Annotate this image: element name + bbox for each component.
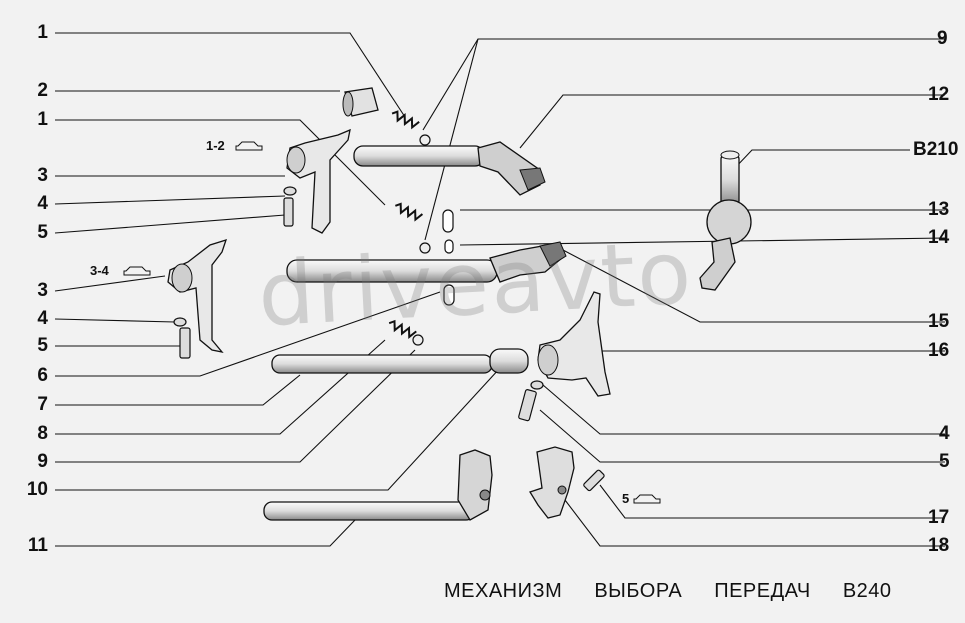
caption-word-3: ПЕРЕДАЧ xyxy=(714,580,811,602)
label-right-3: B210 xyxy=(913,139,959,160)
label-left-15: 11 xyxy=(27,535,48,556)
label-right-1: 9 xyxy=(937,28,948,49)
label-right-5: 14 xyxy=(928,227,950,248)
bushing-ten xyxy=(489,348,529,374)
rod-seven xyxy=(271,354,493,374)
model-tag-3-4: 3-4 xyxy=(90,263,109,278)
pins xyxy=(442,209,455,306)
label-right-7: 16 xyxy=(928,340,950,361)
caption-word-2: ВЫБОРА xyxy=(594,580,683,602)
diagram-caption: МЕХАНИЗМ ВЫБОРА ПЕРЕДАЧ B240 xyxy=(444,580,918,603)
label-left-3: 1 xyxy=(37,109,48,130)
gear-lever xyxy=(699,150,752,291)
bushing-two-end xyxy=(342,91,354,117)
caption-code: B240 xyxy=(842,580,892,602)
fork-sixteen xyxy=(537,291,611,397)
label-right-2: 12 xyxy=(928,84,950,105)
fork-one-two xyxy=(286,128,351,234)
label-left-9: 5 xyxy=(37,335,48,356)
label-left-1: 1 xyxy=(37,22,48,43)
label-left-7: 3 xyxy=(37,280,48,301)
label-left-11: 7 xyxy=(37,394,48,415)
label-right-11: 18 xyxy=(928,535,950,556)
shaft-lower xyxy=(263,449,493,521)
model-tag-1-2: 1-2 xyxy=(206,138,225,153)
label-right-6: 15 xyxy=(928,311,950,332)
label-left-13: 9 xyxy=(37,451,48,472)
shaft-upper xyxy=(353,141,546,196)
label-left-8: 4 xyxy=(37,308,48,329)
label-left-2: 2 xyxy=(37,80,48,101)
label-left-14: 10 xyxy=(26,479,48,500)
fork-three-four xyxy=(167,239,228,353)
balls xyxy=(412,134,431,346)
car-pictograms xyxy=(123,141,661,504)
label-right-8: 4 xyxy=(939,423,950,444)
model-tag-5: 5 xyxy=(622,491,630,506)
caption-word-1: МЕХАНИЗМ xyxy=(444,580,563,602)
label-left-6: 5 xyxy=(37,222,48,243)
springs xyxy=(388,110,424,339)
bolts-and-washers xyxy=(173,186,605,492)
selector-eighteen xyxy=(529,446,575,519)
leader-lines xyxy=(54,32,946,547)
shaft-middle xyxy=(286,241,567,283)
label-right-9: 5 xyxy=(939,451,950,472)
label-left-5: 4 xyxy=(37,193,48,214)
label-right-4: 13 xyxy=(928,199,950,220)
label-left-4: 3 xyxy=(37,165,48,186)
label-left-12: 8 xyxy=(37,423,48,444)
label-left-10: 6 xyxy=(37,365,48,386)
label-right-10: 17 xyxy=(928,507,950,528)
